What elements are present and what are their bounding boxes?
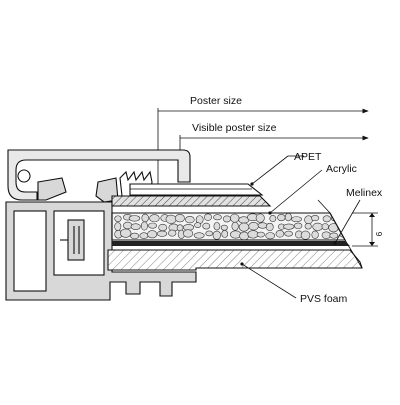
apet-contact-strip [111,195,272,207]
acrylic-bubble [221,230,229,238]
acrylic-bubble [269,215,277,223]
acrylic-bubble [203,213,212,221]
acrylic-bubble [165,214,177,224]
visible-poster-size-dimension: Visible poster size [179,122,369,158]
acrylic-callout: Acrylic [268,163,357,215]
acrylic-bubble [329,232,339,239]
pvs-foam-board [107,249,363,271]
acrylic-bubble [311,230,319,239]
acrylic-bubble [238,222,250,232]
acrylic-bubble [247,230,259,239]
melinex-callout: Melinex [333,187,383,245]
acrylic-bubble [128,215,141,222]
acrylic-bubble [222,215,231,223]
poster-size-label: Poster size [190,95,242,107]
acrylic-bubble [114,222,122,231]
acrylic-bubble [213,214,222,221]
clip-arm-left [37,177,67,201]
acrylic-bubble [141,213,149,223]
acrylic-bubble [202,222,211,230]
thickness-arrow-top [369,213,375,217]
acrylic-leader [269,169,323,214]
thickness-arrow-bottom [369,242,375,246]
acrylic-layer [111,212,346,241]
melinex-leader-dot [333,241,337,245]
apet-callout: APET [250,151,322,186]
acrylic-bubble [185,215,195,224]
frame-profile [5,170,197,301]
frame-cavity-left [13,210,47,292]
acrylic-bubble [139,232,149,239]
acrylic-bubble [321,223,329,231]
apet-label: APET [294,151,322,163]
acrylic-bubble [230,213,240,223]
acrylic-bubble [304,223,312,230]
frame-inner-rib [67,219,85,261]
pvs-foam-callout: PVS foam [240,262,348,305]
snap-cover [7,149,191,201]
acrylic-bubble [340,214,345,222]
acrylic-bubble [239,231,250,240]
acrylic-bubble [293,222,303,230]
acrylic-bubble [322,215,331,223]
acrylic-bubble [193,232,205,239]
acrylic-bubble [122,221,133,230]
acrylic-leader-dot [268,211,272,215]
acrylic-bubble [213,222,221,231]
acrylic-bubble [277,213,286,222]
snap-cover-profile [7,149,191,201]
acrylic-bubble [148,222,157,229]
acrylic-bubble [130,232,140,240]
acrylic-bubble [130,223,141,230]
acrylic-bubble [311,214,320,222]
acrylic-bubble [265,222,274,232]
thickness-value: 6 [375,231,384,236]
acrylic-bubble [212,230,221,240]
acrylic-bubble [194,222,202,228]
acrylic-bubble [168,229,177,237]
acrylic-bubble [284,230,293,237]
section-break-line [317,199,363,269]
acrylic-bubble [149,214,160,223]
acrylic-bubble [220,224,228,231]
acrylic-bubble [255,213,265,223]
acrylic-bubble [230,230,242,239]
acrylic-bubble [156,230,168,237]
acrylic-bubble [140,221,148,231]
melinex-layer [112,241,350,246]
acrylic-bubble [114,215,122,222]
acrylic-bubble [231,221,239,231]
apet-leader-dot [250,182,254,186]
acrylic-bubble [265,232,276,240]
acrylic-label: Acrylic [326,163,357,175]
acrylic-bubble [275,230,285,238]
acrylic-bubble [300,230,311,240]
acrylic-bubble [256,231,265,238]
acrylic-bubble [248,221,259,231]
pvs-foam-leader-dot [240,262,244,266]
acrylic-bubble [120,228,132,238]
visible-poster-size-label: Visible poster size [192,122,277,134]
thickness-dimension: 6 [352,212,384,247]
apet-layer [129,183,264,196]
snap-cover-hinge [17,169,31,183]
apet-leader [251,155,289,185]
acrylic-bubble [291,216,302,223]
acrylic-bubble [205,230,213,237]
acrylic-bubble [158,223,168,232]
acrylic-bubble [147,230,158,239]
acrylic-bubble [174,214,185,223]
melinex-leader [334,199,361,244]
pvs-foam-leader [241,263,297,299]
pvs-foam-label: PVS foam [300,293,348,305]
acrylic-bubbles [114,213,345,240]
melinex-label: Melinex [346,187,383,199]
acrylic-bubble [283,223,295,230]
acrylic-bubble [312,222,323,231]
acrylic-bubble [321,231,331,239]
acrylic-bubble [284,213,292,222]
acrylic-bubble [183,229,194,238]
